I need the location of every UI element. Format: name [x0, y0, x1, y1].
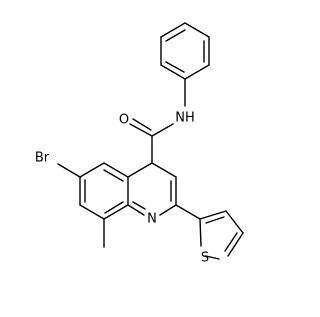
- phenyl-ring: [160, 22, 210, 80]
- bond: [175, 204, 201, 220]
- bromine-label: Br: [35, 151, 50, 166]
- pyridine-ring: [127, 162, 177, 216]
- bond: [79, 204, 105, 220]
- bond: [159, 204, 177, 216]
- amide-nh-label: NH: [175, 111, 195, 126]
- bond: [165, 29, 186, 42]
- bond: [132, 201, 146, 210]
- bond: [199, 218, 202, 247]
- bond: [103, 169, 124, 182]
- bond: [127, 162, 153, 178]
- bond: [184, 64, 210, 80]
- bond: [103, 204, 129, 220]
- bond: [205, 216, 225, 224]
- bond: [225, 210, 244, 234]
- amide-group: [129, 118, 174, 164]
- bond: [151, 123, 174, 137]
- bond: [160, 64, 186, 80]
- bond: [57, 163, 81, 178]
- bond: [132, 118, 152, 131]
- bond: [224, 232, 238, 252]
- bond: [104, 201, 124, 214]
- molecule-structure-diagram: Br N O NH S: [35, 22, 244, 266]
- thiophene-sulfur-label: S: [201, 251, 209, 266]
- bond: [79, 162, 105, 178]
- bond: [129, 123, 153, 137]
- bond: [127, 204, 145, 216]
- quinoline-nitrogen-label: N: [147, 212, 157, 227]
- benzo-ring: [79, 162, 129, 220]
- carbonyl-oxygen-label: O: [119, 113, 129, 128]
- bond: [184, 22, 210, 38]
- bond: [103, 162, 129, 178]
- bond: [199, 210, 227, 220]
- bond: [151, 162, 177, 178]
- thiophene-ring: [175, 204, 244, 260]
- bond: [205, 255, 220, 260]
- bond: [165, 61, 185, 73]
- bond: [227, 232, 244, 257]
- bond: [160, 22, 186, 38]
